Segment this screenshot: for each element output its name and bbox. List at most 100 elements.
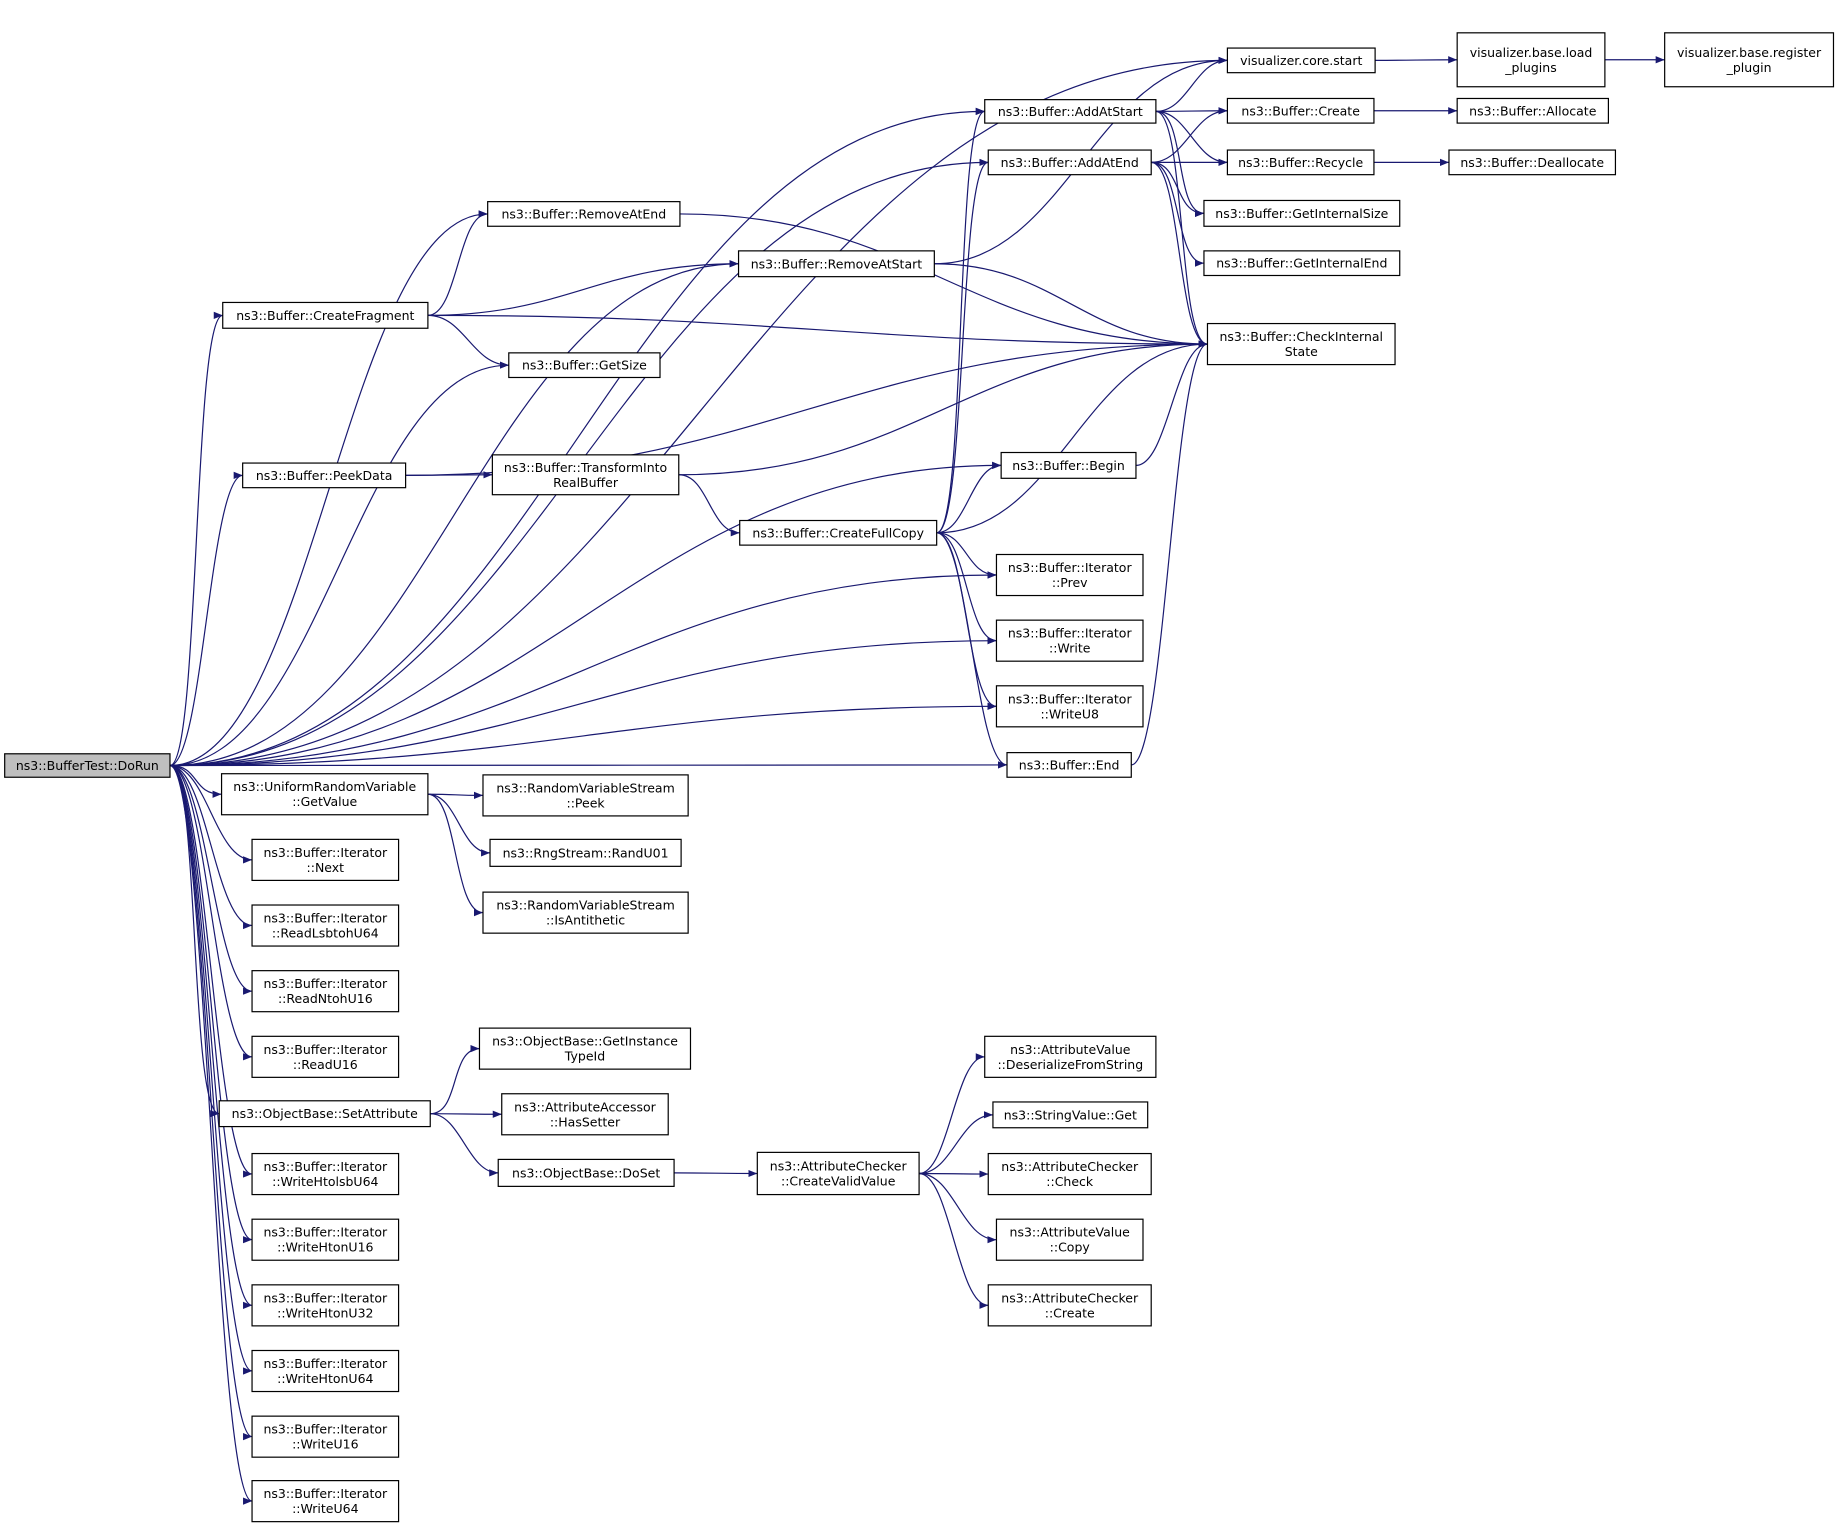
call-edge xyxy=(1151,161,1205,267)
node-label: ns3::Buffer::Iterator xyxy=(263,911,388,926)
node-ns3-randomvariablestream-peek[interactable]: ns3::RandomVariableStream::Peek xyxy=(482,774,689,817)
node-ns3-rngstream-randu01[interactable]: ns3::RngStream::RandU01 xyxy=(489,838,682,867)
call-edge xyxy=(169,637,997,767)
node-ns3-buffer-deallocate[interactable]: ns3::Buffer::Deallocate xyxy=(1448,149,1617,176)
call-edge xyxy=(1155,107,1228,115)
node-label: ns3::Buffer::Iterator xyxy=(263,976,388,991)
node-visualizer-base-register-plugin[interactable]: visualizer.base.register_plugin xyxy=(1664,32,1835,88)
node-label: ns3::ObjectBase::DoSet xyxy=(512,1165,660,1180)
node-ns3-buffertest-dorun[interactable]: ns3::BufferTest::DoRun xyxy=(4,753,171,778)
call-edge xyxy=(169,764,253,1375)
node-label: ns3::ObjectBase::SetAttribute xyxy=(232,1106,418,1121)
node-ns3-buffer-iterator-readu16[interactable]: ns3::Buffer::Iterator::ReadU16 xyxy=(251,1035,400,1078)
node-ns3-attributevalue-deserializefromstring[interactable]: ns3::AttributeValue::DeserializeFromStri… xyxy=(984,1035,1157,1078)
node-ns3-attributechecker-createvalidvalue[interactable]: ns3::AttributeChecker::CreateValidValue xyxy=(756,1151,920,1196)
node-ns3-buffer-iterator-writehtolsbu64[interactable]: ns3::Buffer::Iterator::WriteHtolsbU64 xyxy=(251,1152,400,1196)
node-label: ::IsAntithetic xyxy=(546,913,625,928)
call-edge xyxy=(430,1113,499,1177)
node-box xyxy=(4,753,171,778)
node-ns3-buffer-iterator-writehtonu64[interactable]: ns3::Buffer::Iterator::WriteHtonU64 xyxy=(251,1349,400,1393)
node-label: ::ReadNtohU16 xyxy=(278,991,373,1006)
node-ns3-buffer-allocate[interactable]: ns3::Buffer::Allocate xyxy=(1456,97,1610,124)
node-visualizer-core-start[interactable]: visualizer.core.start xyxy=(1226,47,1376,74)
node-label: ns3::AttributeChecker xyxy=(770,1158,908,1173)
call-edge xyxy=(169,461,1002,767)
node-ns3-stringvalue-get[interactable]: ns3::StringValue::Get xyxy=(992,1101,1149,1129)
node-ns3-buffer-createfragment[interactable]: ns3::Buffer::CreateFragment xyxy=(222,301,429,329)
node-ns3-buffer-getsize[interactable]: ns3::Buffer::GetSize xyxy=(508,352,661,379)
node-visualizer-base-load-plugins[interactable]: visualizer.base.load_plugins xyxy=(1456,32,1606,88)
call-edge xyxy=(427,210,488,316)
node-box xyxy=(1203,199,1401,227)
node-ns3-buffer-peekdata[interactable]: ns3::Buffer::PeekData xyxy=(242,462,407,489)
node-label: ns3::BufferTest::DoRun xyxy=(16,758,159,773)
node-ns3-objectbase-setattribute[interactable]: ns3::ObjectBase::SetAttribute xyxy=(218,1100,431,1128)
node-ns3-buffer-removeatstart[interactable]: ns3::Buffer::RemoveAtStart xyxy=(737,250,935,278)
node-label: visualizer.base.register xyxy=(1677,45,1822,60)
node-ns3-buffer-iterator-next[interactable]: ns3::Buffer::Iterator::Next xyxy=(251,838,400,882)
node-ns3-attributechecker-check[interactable]: ns3::AttributeChecker::Check xyxy=(987,1152,1152,1196)
node-ns3-buffer-iterator-prev[interactable]: ns3::Buffer::Iterator::Prev xyxy=(995,553,1144,597)
call-edge xyxy=(1151,161,1204,217)
node-label: ns3::RngStream::RandU01 xyxy=(503,845,669,860)
node-ns3-buffer-iterator-writehtonu16[interactable]: ns3::Buffer::Iterator::WriteHtonU16 xyxy=(251,1218,400,1261)
node-label: _plugins xyxy=(1504,60,1556,75)
node-ns3-buffer-removeatend[interactable]: ns3::Buffer::RemoveAtEnd xyxy=(487,201,681,227)
node-box xyxy=(251,970,400,1013)
node-ns3-buffer-getinternalsize[interactable]: ns3::Buffer::GetInternalSize xyxy=(1203,199,1401,227)
node-ns3-buffer-create[interactable]: ns3::Buffer::Create xyxy=(1226,97,1375,124)
node-label: ns3::Buffer::Iterator xyxy=(1008,560,1133,575)
node-ns3-buffer-iterator-writeu64[interactable]: ns3::Buffer::Iterator::WriteU64 xyxy=(251,1480,400,1523)
node-ns3-attributechecker-create[interactable]: ns3::AttributeChecker::Create xyxy=(987,1284,1152,1327)
call-edge xyxy=(427,791,483,800)
node-ns3-buffer-iterator-readntohu16[interactable]: ns3::Buffer::Iterator::ReadNtohU16 xyxy=(251,970,400,1013)
node-ns3-buffer-getinternalend[interactable]: ns3::Buffer::GetInternalEnd xyxy=(1203,250,1401,277)
node-ns3-buffer-iterator-writeu16[interactable]: ns3::Buffer::Iterator::WriteU16 xyxy=(251,1415,400,1458)
call-edge xyxy=(169,361,509,767)
node-box xyxy=(1226,47,1376,74)
call-edge xyxy=(430,1110,502,1118)
node-label: ::Check xyxy=(1046,1174,1094,1189)
node-ns3-buffer-end[interactable]: ns3::Buffer::End xyxy=(1006,752,1132,778)
node-box xyxy=(242,462,407,489)
node-box xyxy=(987,1284,1152,1327)
node-ns3-buffer-iterator-writehtonu32[interactable]: ns3::Buffer::Iterator::WriteHtonU32 xyxy=(251,1284,400,1327)
node-label: ::GetValue xyxy=(292,794,357,809)
node-ns3-attributeaccessor-hassetter[interactable]: ns3::AttributeAccessor::HasSetter xyxy=(501,1093,669,1136)
call-edge xyxy=(427,314,1208,348)
node-ns3-randomvariablestream-isantithetic[interactable]: ns3::RandomVariableStream::IsAntithetic xyxy=(482,891,689,934)
node-ns3-buffer-createfullcopy[interactable]: ns3::Buffer::CreateFullCopy xyxy=(739,519,938,546)
node-label: ns3::Buffer::Iterator xyxy=(263,845,388,860)
node-label: ::Create xyxy=(1045,1305,1095,1320)
node-label: ns3::Buffer::Iterator xyxy=(263,1422,388,1437)
node-box xyxy=(251,904,400,947)
call-edge xyxy=(936,532,997,645)
node-ns3-buffer-addatend[interactable]: ns3::Buffer::AddAtEnd xyxy=(987,149,1152,176)
node-ns3-buffer-iterator-writeu8[interactable]: ns3::Buffer::Iterator::WriteU8 xyxy=(995,685,1144,728)
call-edge xyxy=(169,764,253,864)
node-label: State xyxy=(1285,344,1318,359)
node-ns3-objectbase-doset[interactable]: ns3::ObjectBase::DoSet xyxy=(497,1158,675,1187)
node-ns3-buffer-iterator-readlsbtohu64[interactable]: ns3::Buffer::Iterator::ReadLsbtohU64 xyxy=(251,904,400,947)
node-label: ns3::AttributeAccessor xyxy=(514,1099,656,1114)
node-box xyxy=(1456,32,1606,88)
node-ns3-buffer-begin[interactable]: ns3::Buffer::Begin xyxy=(1000,451,1137,479)
node-label: ns3::RandomVariableStream xyxy=(496,898,674,913)
node-box xyxy=(220,773,429,816)
call-edge xyxy=(169,260,739,767)
call-edge xyxy=(674,1169,758,1178)
node-box xyxy=(222,301,429,329)
call-edge xyxy=(1375,56,1458,64)
node-ns3-buffer-addatstart[interactable]: ns3::Buffer::AddAtStart xyxy=(984,99,1157,124)
node-ns3-buffer-recycle[interactable]: ns3::Buffer::Recycle xyxy=(1226,149,1375,176)
node-label: ns3::Buffer::End xyxy=(1019,757,1120,772)
node-ns3-uniformrandomvariable-getvalue[interactable]: ns3::UniformRandomVariable::GetValue xyxy=(220,773,429,816)
call-edge xyxy=(169,764,253,930)
node-ns3-attributevalue-copy[interactable]: ns3::AttributeValue::Copy xyxy=(995,1218,1144,1261)
node-ns3-buffer-iterator-write[interactable]: ns3::Buffer::Iterator::Write xyxy=(995,619,1144,662)
node-box xyxy=(251,1035,400,1078)
node-label: ns3::Buffer::PeekData xyxy=(256,468,393,483)
